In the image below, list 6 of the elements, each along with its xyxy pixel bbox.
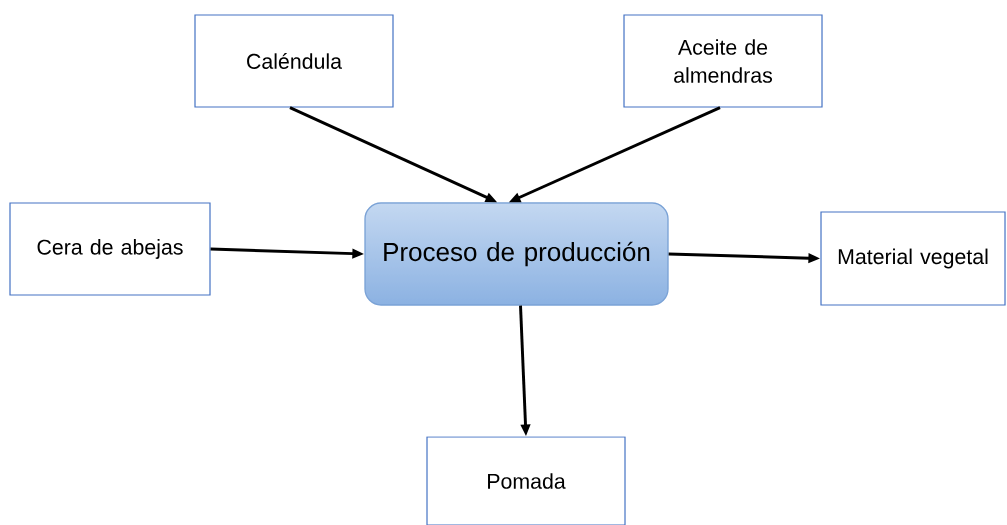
input-box: Cera de abejas	[9, 202, 211, 296]
output-box: Material vegetal	[820, 211, 1006, 306]
input-box: Aceite de almendras	[623, 14, 823, 108]
output-box: Pomada	[426, 436, 626, 525]
process-box: Proceso de producción	[364, 202, 669, 306]
input-box: Caléndula	[194, 14, 394, 108]
